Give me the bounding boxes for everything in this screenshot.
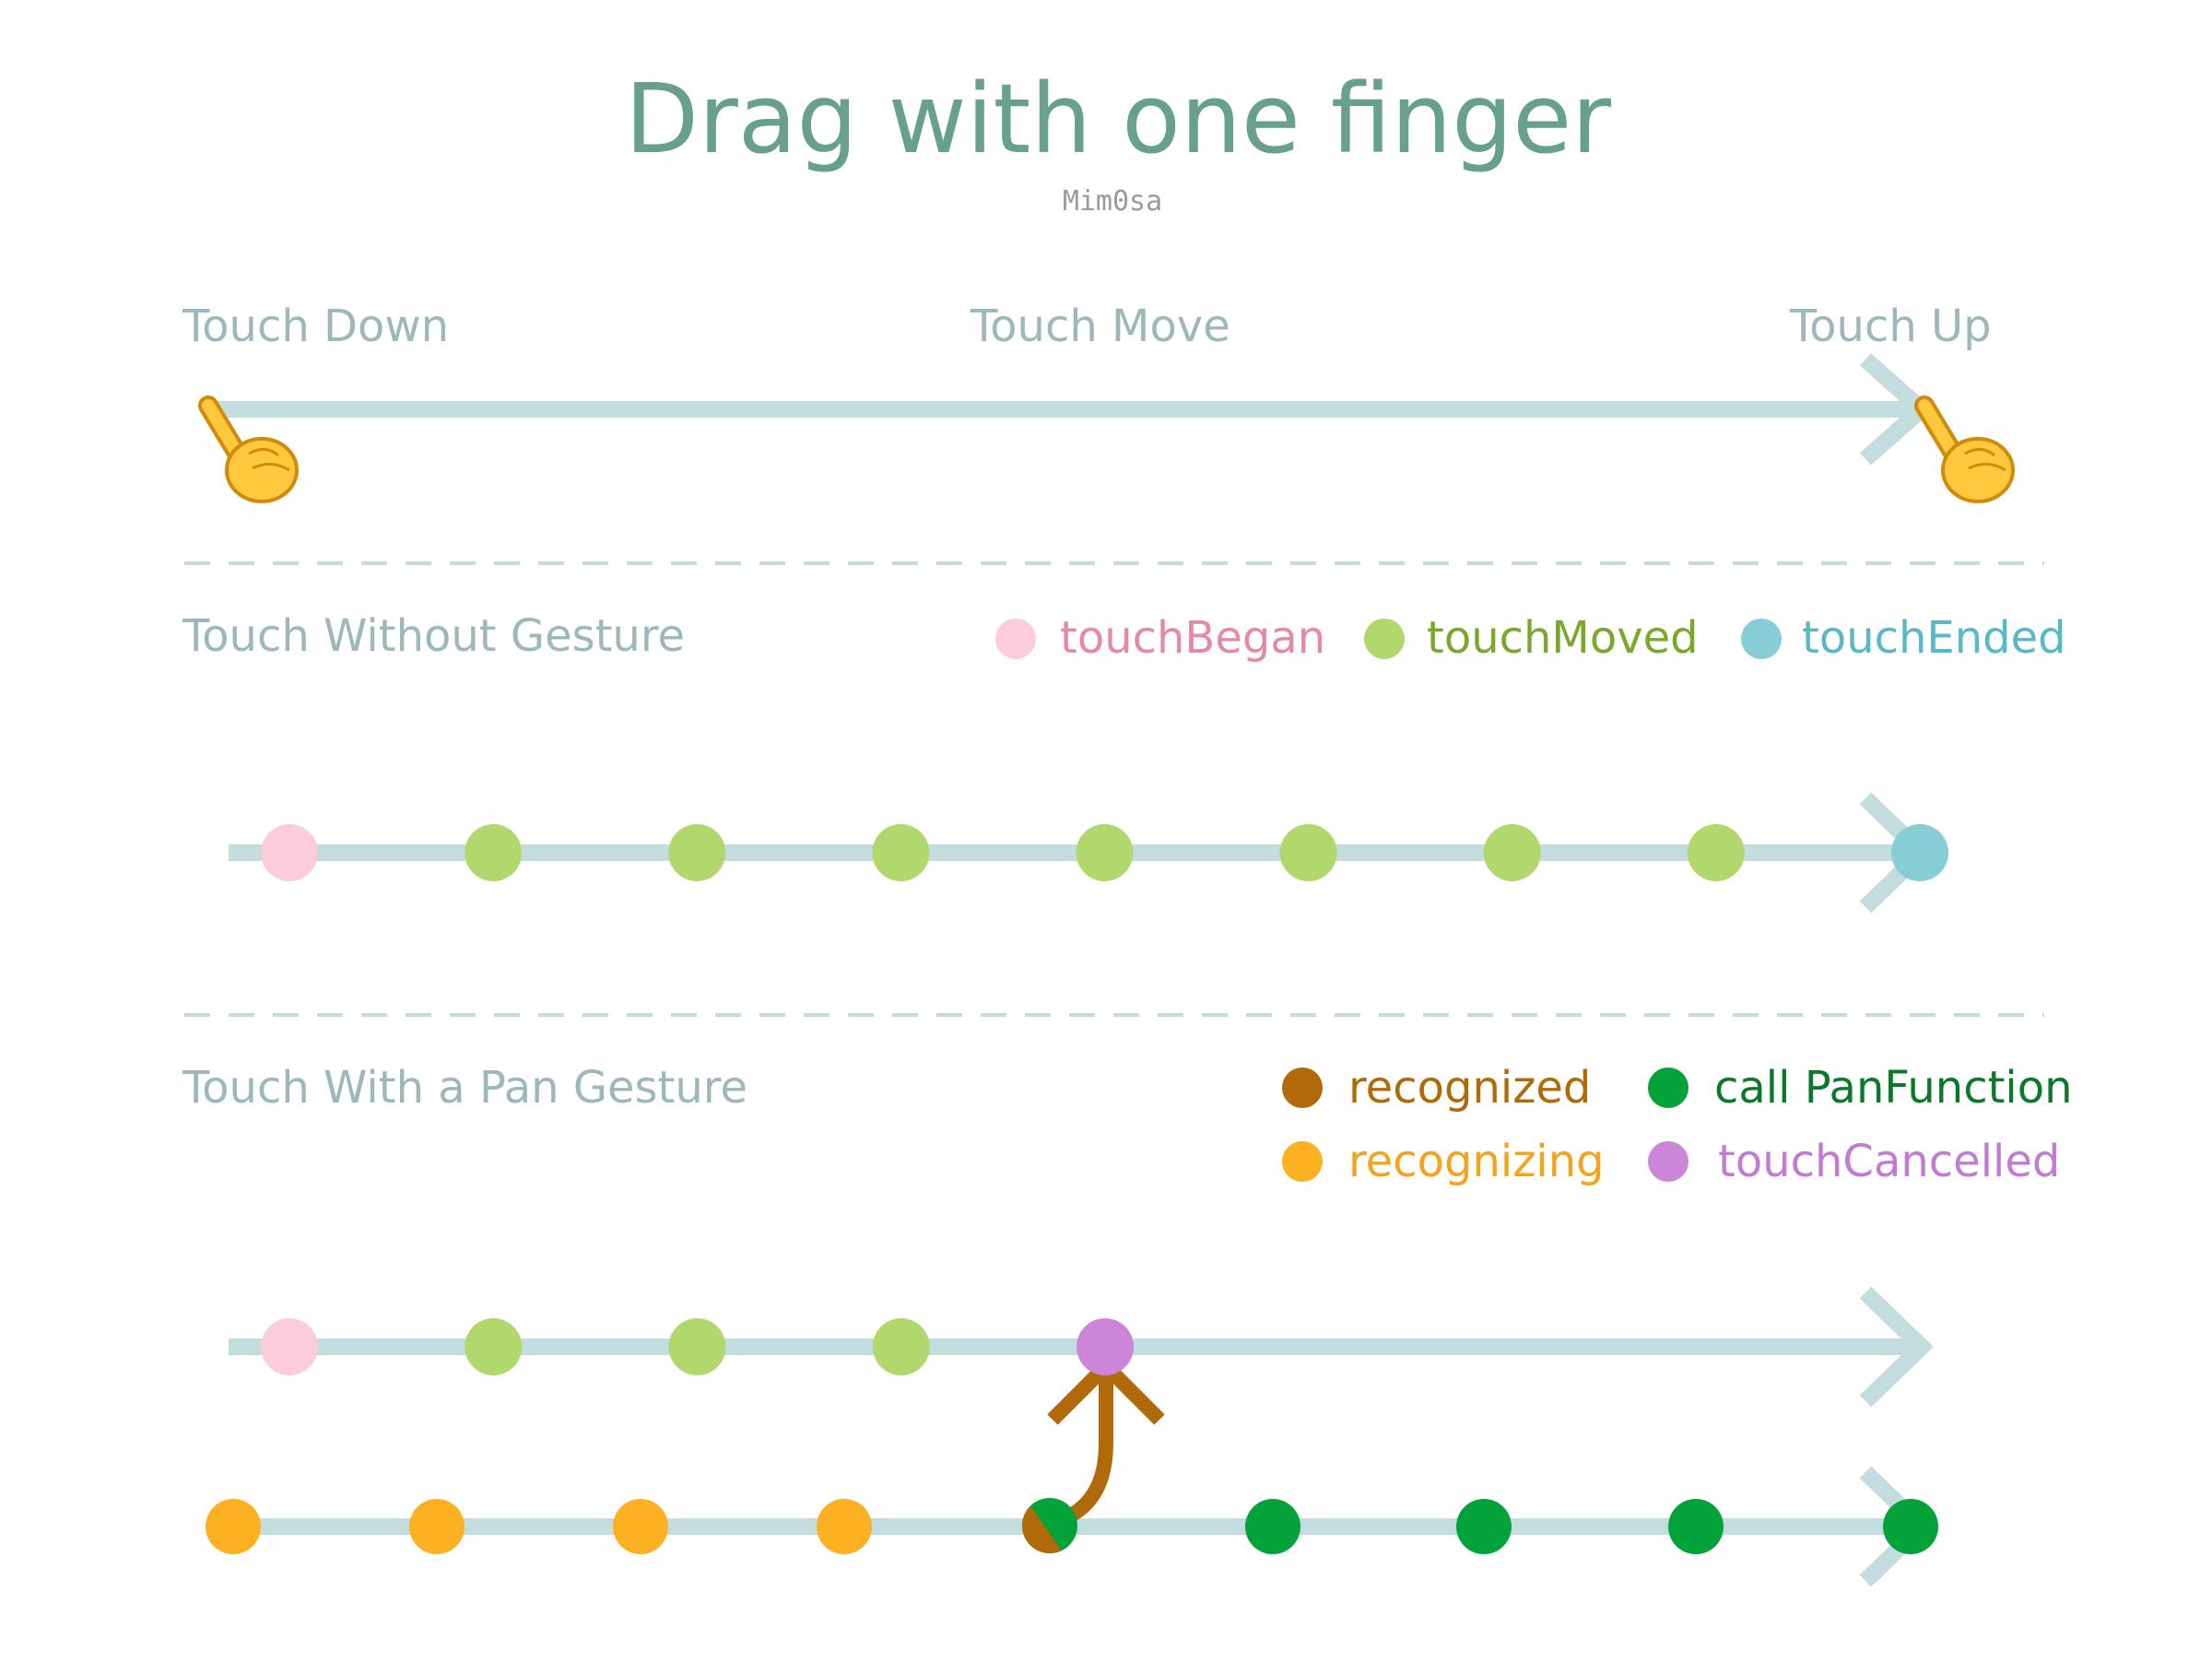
legend-dot-touch-moved xyxy=(1364,619,1405,659)
event-dot-moved xyxy=(465,824,523,881)
event-dot-recognizing xyxy=(206,1499,261,1554)
event-dot-cancelled xyxy=(1077,1318,1134,1375)
event-dot-moved xyxy=(668,824,726,881)
legend-dot-touch-cancelled xyxy=(1648,1141,1688,1182)
event-dot-recognizing xyxy=(409,1499,465,1554)
event-dot-pan xyxy=(1883,1499,1938,1554)
legend-label-recognized: recognized xyxy=(1348,1062,1591,1114)
event-dot-moved xyxy=(872,1318,930,1375)
phase-label-touch-down: Touch Down xyxy=(182,301,449,352)
track-touch-with-gesture-arrowhead xyxy=(1859,1286,1934,1408)
event-dot-moved xyxy=(668,1318,726,1375)
legend-label-call-pan-function: call PanFunction xyxy=(1714,1062,2073,1114)
event-dot-moved xyxy=(1076,824,1134,881)
event-dot-pan xyxy=(1668,1499,1724,1554)
legend-label-touch-ended: touchEnded xyxy=(1802,612,2066,664)
event-dot-recognizing xyxy=(613,1499,668,1554)
legend-label-recognizing: recognizing xyxy=(1348,1136,1605,1187)
phase-label-touch-up: Touch Up xyxy=(1789,301,1992,352)
section-label-without-gesture: Touch Without Gesture xyxy=(182,610,685,662)
event-dot-moved xyxy=(872,824,930,881)
event-dot-moved xyxy=(1279,824,1337,881)
event-dot-pan xyxy=(1245,1499,1300,1554)
cancel-arrow-line xyxy=(1066,1366,1113,1521)
event-dot-ended xyxy=(1891,824,1948,881)
event-dot-began xyxy=(261,824,318,881)
event-dot-began xyxy=(261,1318,318,1375)
section-label-with-pan: Touch With a Pan Gesture xyxy=(182,1062,747,1114)
author-label: Mim0sa xyxy=(1063,185,1162,218)
legend-dot-recognizing xyxy=(1282,1141,1323,1182)
event-dot-recognized-pan xyxy=(1022,1498,1077,1553)
events-gesture xyxy=(206,1498,1938,1554)
legend-dot-call-pan-function xyxy=(1648,1067,1688,1108)
events-without-gesture xyxy=(261,824,1948,881)
legend-dot-touch-ended xyxy=(1741,619,1782,659)
event-dot-recognizing xyxy=(817,1499,872,1554)
event-dot-moved xyxy=(465,1318,523,1375)
legend-label-touch-began: touchBegan xyxy=(1060,612,1325,664)
pointing-hand-icon xyxy=(198,395,299,503)
legend-dot-touch-began xyxy=(995,619,1036,659)
event-dot-moved xyxy=(1687,824,1745,881)
event-dot-recognized-half xyxy=(1022,1498,1070,1553)
legend-dot-recognized xyxy=(1282,1067,1323,1108)
event-dot-pan xyxy=(1456,1499,1512,1554)
legend-label-touch-moved: touchMoved xyxy=(1427,612,1699,664)
phase-label-touch-move: Touch Move xyxy=(970,301,1230,352)
pointing-hand-icon xyxy=(1914,395,2015,503)
events-touch-with-gesture xyxy=(261,1318,1134,1375)
page-title: Drag with one finger xyxy=(625,63,1611,175)
event-dot-moved xyxy=(1483,824,1541,881)
legend-label-touch-cancelled: touchCancelled xyxy=(1718,1136,2060,1187)
